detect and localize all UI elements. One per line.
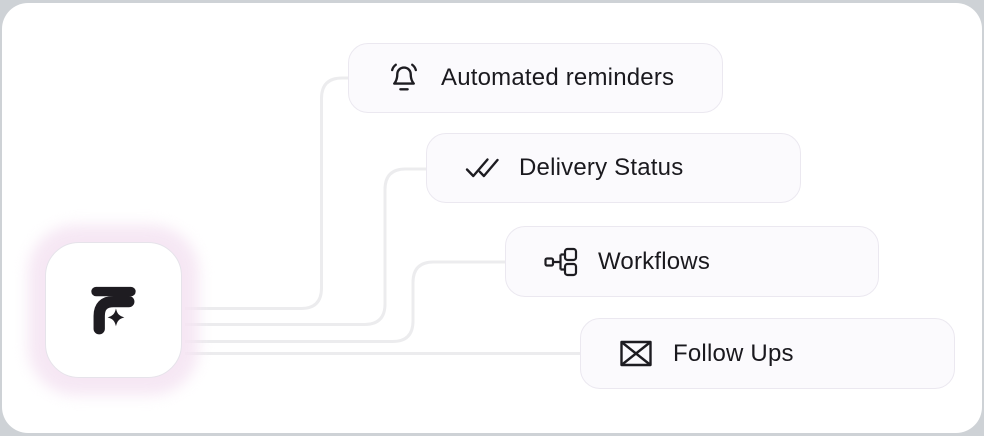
node-label: Follow Ups (673, 339, 794, 367)
node-label: Automated reminders (441, 64, 675, 91)
node-follow-ups: Follow Ups (580, 318, 955, 389)
workflow-icon (544, 245, 578, 279)
check-check-icon (465, 151, 499, 185)
node-label: Delivery Status (519, 154, 684, 181)
node-label: Workflows (598, 247, 711, 275)
brand-logo-tile (45, 242, 182, 378)
node-automated-reminders: Automated reminders (348, 43, 723, 113)
brand-logomark-icon (91, 286, 136, 334)
node-delivery-status: Delivery Status (426, 133, 801, 203)
bell-ring-icon (387, 61, 421, 95)
envelope-icon (619, 337, 653, 371)
node-workflows: Workflows (505, 226, 879, 297)
